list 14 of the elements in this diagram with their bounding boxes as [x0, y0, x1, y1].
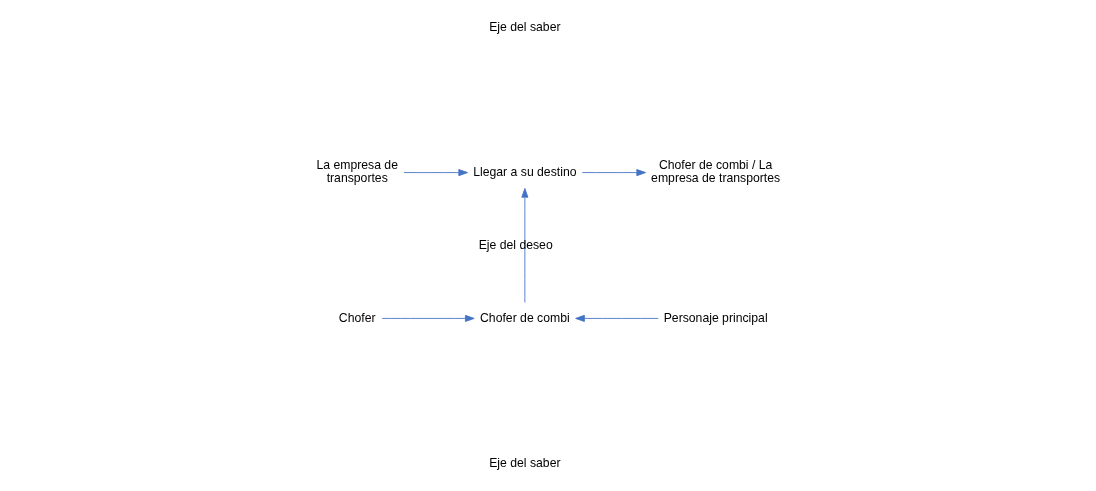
node-text: La empresa de transportes: [316, 158, 398, 186]
arrow: [403, 169, 468, 177]
arrow: [381, 314, 475, 322]
node-text: Chofer de combi: [480, 310, 570, 325]
arrow: [575, 314, 659, 322]
node-text: Chofer: [338, 310, 376, 325]
arrow: [521, 188, 529, 303]
node-text: Llegar a su destino: [473, 164, 577, 179]
node-text: Personaje principal: [663, 310, 768, 325]
node-text: Chofer de combi / La empresa de transportes: [651, 158, 781, 186]
arrow: [581, 169, 646, 177]
edge-label: Eje del deseo: [478, 237, 553, 252]
label: Eje del saber: [489, 455, 561, 470]
label: Eje del saber: [489, 19, 561, 34]
